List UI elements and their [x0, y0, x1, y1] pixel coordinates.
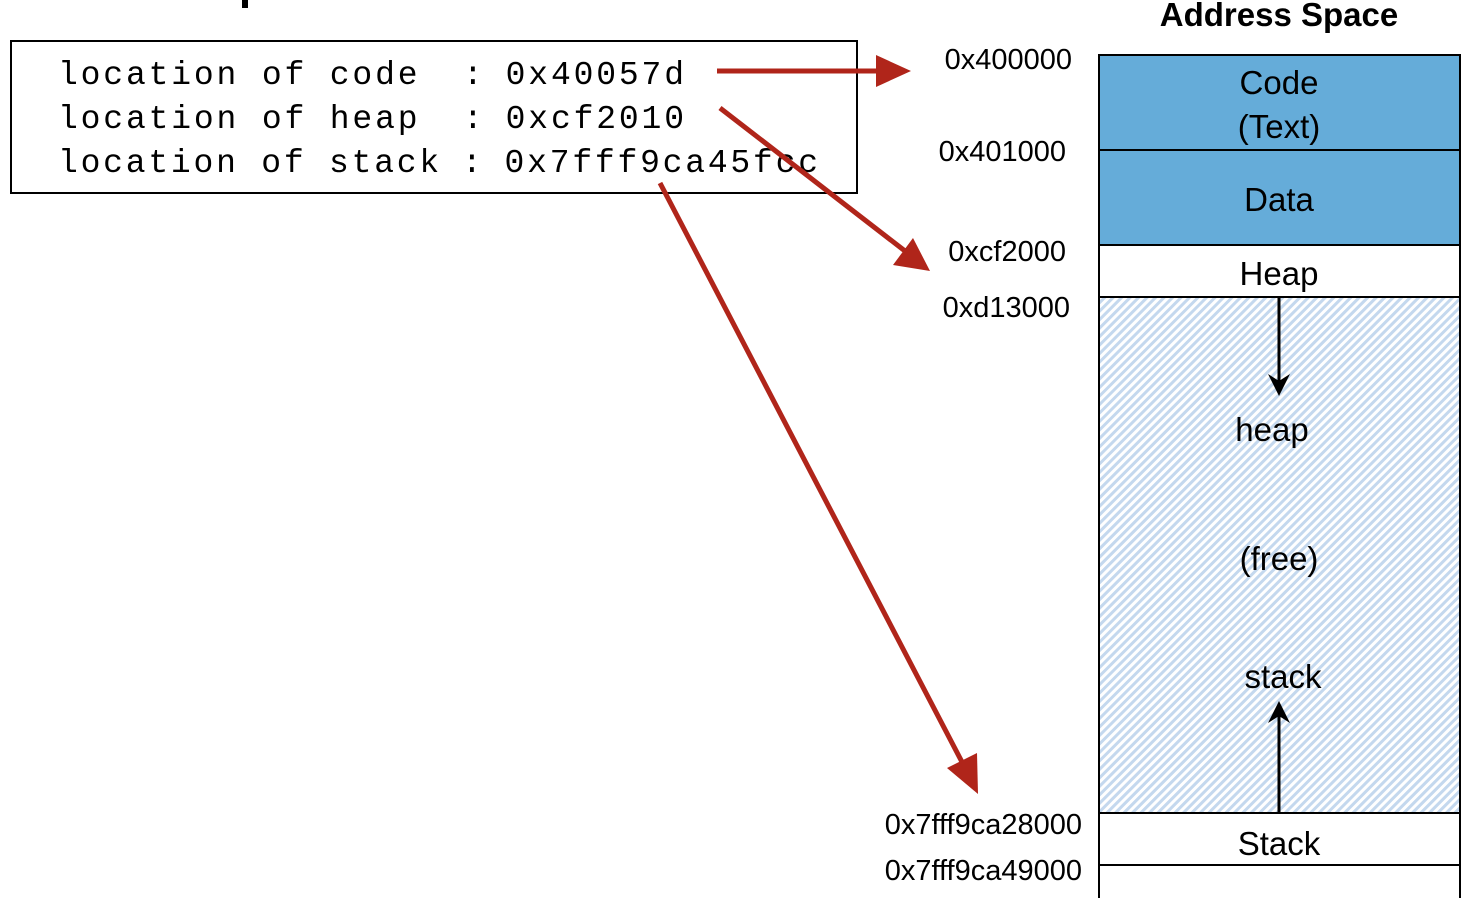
stack-label: Stack — [1238, 825, 1321, 862]
separator: : — [462, 145, 482, 182]
svg-text:location of code :0x40057d: location of code :0x40057d — [58, 57, 684, 94]
code-pointer-arrow — [717, 55, 911, 87]
output-line-stack: location of stack:0x7fff9ca45fcc — [58, 145, 818, 182]
output-line-heap: location of heap :0xcf2010 — [58, 101, 684, 138]
diagram-title: Address Space — [1160, 0, 1398, 33]
heap-grow-arrow — [1268, 298, 1290, 396]
data-label: Data — [1244, 181, 1314, 218]
address-data-start: 0x401000 — [939, 136, 1066, 168]
svg-text:location of heap :0xcf2010: location of heap :0xcf2010 — [58, 101, 684, 138]
heap-label: Heap — [1240, 255, 1319, 292]
output-line-code: location of code :0x40057d — [58, 57, 684, 94]
output-label: location of heap — [58, 101, 440, 138]
separator: : — [463, 57, 483, 94]
address-code-start: 0x400000 — [945, 44, 1072, 76]
heap-pointer-arrow — [718, 106, 930, 271]
stack-pointer-arrow — [657, 181, 978, 794]
program-output-box — [10, 40, 858, 194]
address-stack-start: 0x7fff9ca28000 — [885, 809, 1082, 841]
output-label: location of code — [58, 57, 440, 94]
code-label: Code — [1240, 64, 1319, 101]
free-label: (free) — [1240, 540, 1319, 577]
separator: : — [463, 101, 483, 138]
address-heap-start: 0xcf2000 — [948, 236, 1066, 268]
address-space-continuation — [1098, 865, 1461, 898]
address-stack-end: 0x7fff9ca49000 — [885, 855, 1082, 887]
heap-grow-label: heap — [1235, 411, 1308, 448]
stack-grow-label: stack — [1244, 658, 1322, 695]
stack-segment — [1098, 812, 1461, 866]
cropped-title-fragment — [242, 0, 248, 8]
stack-grow-arrow — [1268, 701, 1290, 812]
svg-text:location of stack:0x7fff9ca45f: location of stack:0x7fff9ca45fcc — [58, 145, 818, 182]
output-label: location of stack — [58, 145, 439, 182]
code-text-label: (Text) — [1238, 108, 1321, 145]
address-heap-end: 0xd13000 — [943, 292, 1070, 324]
